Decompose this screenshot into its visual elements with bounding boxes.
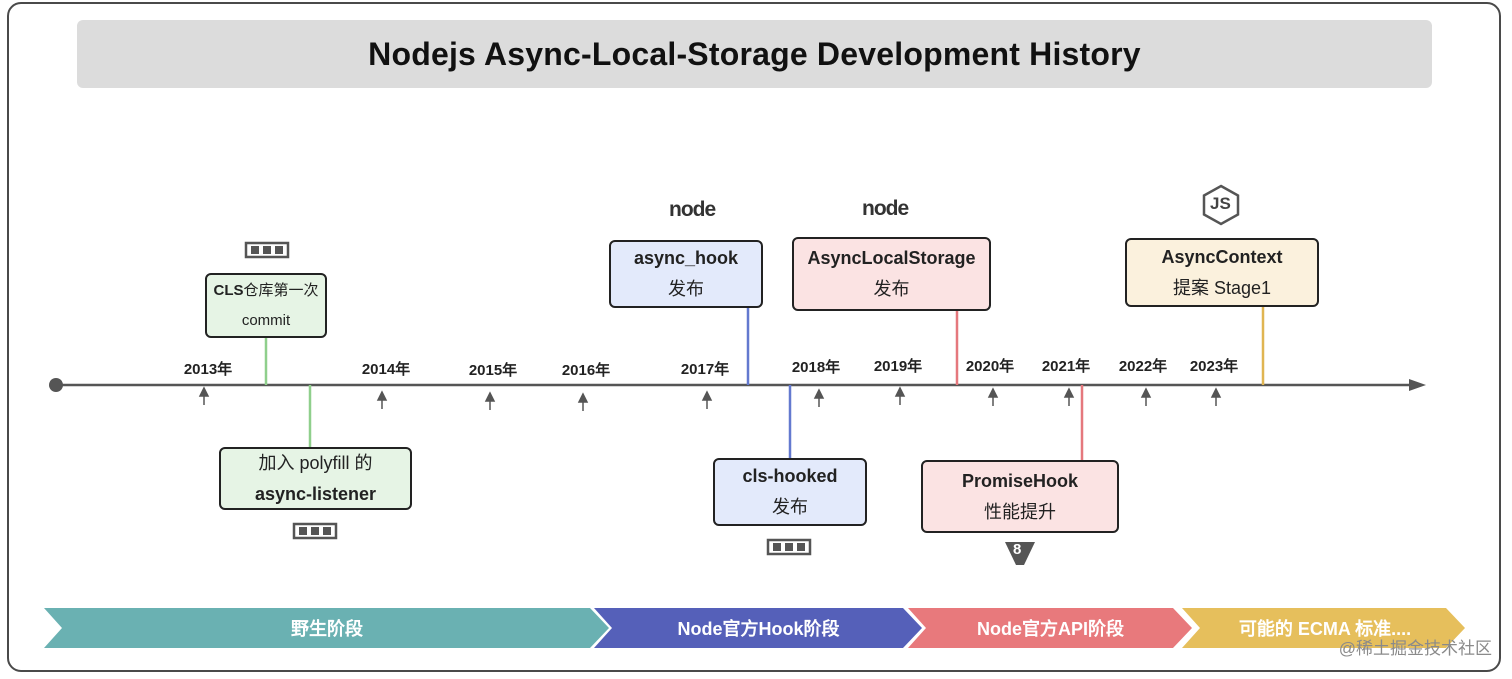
diagram-title: Nodejs Async-Local-Storage Development H…: [368, 35, 1141, 72]
year-label: 2020年: [965, 358, 1015, 375]
year-tick: [1063, 387, 1075, 406]
cls-rest: 仓库第一次: [243, 281, 319, 299]
event-async-listener-line1: 加入 polyfill 的: [258, 452, 373, 473]
event-cls-hooked-line2: 发布: [772, 497, 808, 517]
year-label: 2023年: [1189, 358, 1239, 375]
year-tick: [577, 392, 589, 411]
diagram-frame: [7, 2, 1501, 672]
event-cls-hooked: cls-hooked 发布: [713, 458, 867, 526]
phase-arrow-wild: [44, 608, 609, 648]
year-tick: [1210, 387, 1222, 406]
event-async-context-line1: AsyncContext: [1161, 246, 1283, 267]
year-label: 2014年: [361, 361, 411, 378]
year-label: 2022年: [1118, 358, 1168, 375]
js-logo-label: JS: [1210, 194, 1231, 213]
year-label: 2016年: [561, 362, 611, 379]
event-async-local-storage-line2: 发布: [873, 279, 910, 299]
year-tick: [813, 388, 825, 407]
year-label: 2013年: [183, 361, 233, 378]
event-async-hook: async_hook 发布: [609, 240, 763, 308]
node-logo-icon: node: [669, 198, 716, 221]
phase-label-wild: 野生阶段: [291, 619, 363, 639]
event-cls-hooked-line1: cls-hooked: [742, 466, 838, 486]
phase-label-ecma: 可能的 ECMA 标准....: [1238, 619, 1412, 639]
year-tick: [987, 387, 999, 406]
event-async-hook-line2: 发布: [668, 279, 704, 299]
event-promise-hook-line1: PromiseHook: [961, 470, 1079, 491]
phase-arrow-node-api: [908, 608, 1192, 648]
event-async-context: AsyncContext 提案 Stage1: [1125, 238, 1319, 307]
phase-label-node-hook: Node官方Hook阶段: [677, 619, 840, 639]
year-tick: [376, 390, 388, 409]
title-bar: Nodejs Async-Local-Storage Development H…: [77, 20, 1432, 88]
year-tick: [1140, 387, 1152, 406]
event-async-local-storage: AsyncLocalStorage 发布: [792, 237, 991, 311]
year-label: 2017年: [680, 361, 730, 378]
year-tick: [701, 390, 713, 409]
phase-arrow-ecma: [1182, 608, 1465, 648]
v8-logo-label: 8: [1013, 541, 1022, 558]
timeline-arrowhead: [1409, 379, 1426, 391]
year-tick: [484, 391, 496, 410]
phase-arrow-node-hook: [594, 608, 922, 648]
cls-bold: CLS: [213, 281, 244, 299]
event-promise-hook: PromiseHook 性能提升: [921, 460, 1119, 533]
watermark: @稀土掘金技术社区: [1338, 639, 1492, 658]
phase-label-node-api: Node官方API阶段: [976, 619, 1124, 639]
event-async-listener-line2: async-listener: [254, 483, 377, 504]
year-tick: [894, 386, 906, 405]
event-async-listener: 加入 polyfill 的 async-listener: [219, 447, 412, 510]
year-label: 2015年: [468, 362, 518, 379]
event-cls-commit-line2: commit: [241, 311, 291, 329]
event-cls-commit-line1: CLS仓库第一次: [213, 276, 318, 306]
year-label: 2018年: [791, 359, 841, 376]
year-ticks: [198, 386, 1222, 411]
year-label: 2019年: [873, 358, 923, 375]
event-async-hook-line1: async_hook: [633, 248, 739, 268]
year-label: 2021年: [1041, 358, 1091, 375]
node-logo-icon: node: [862, 197, 909, 220]
event-promise-hook-line2: 性能提升: [984, 501, 1056, 522]
timeline-start-dot: [49, 378, 63, 392]
event-cls-commit: CLS仓库第一次 commit: [205, 273, 327, 338]
event-async-local-storage-line1: AsyncLocalStorage: [807, 248, 976, 268]
year-tick: [198, 386, 210, 405]
event-async-context-line2: 提案 Stage1: [1172, 277, 1272, 298]
